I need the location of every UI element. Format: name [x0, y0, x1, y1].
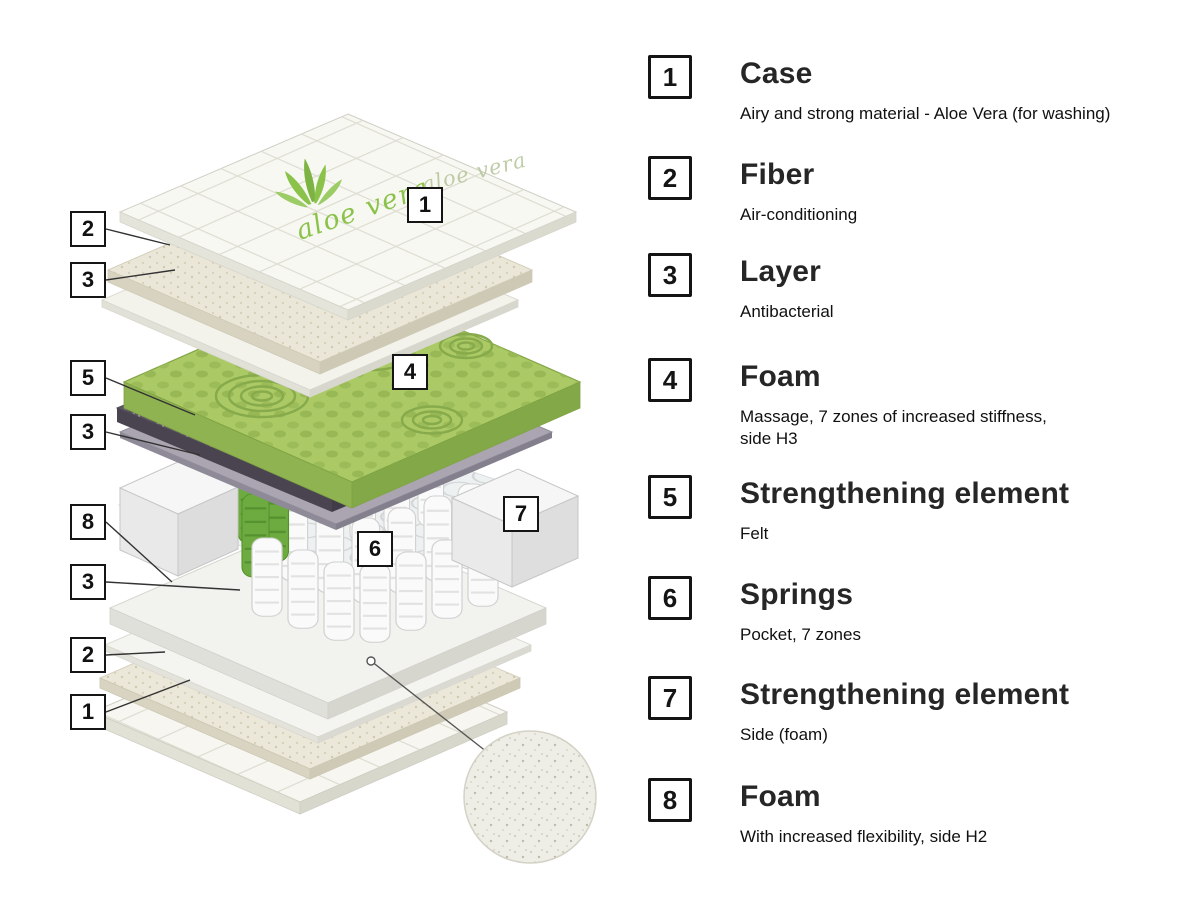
legend-number: 2 [662, 162, 678, 193]
legend-item-springs: 6 Springs Pocket, 7 zones [648, 576, 861, 646]
legend-title: Strengthening element [740, 678, 1070, 711]
legend-description: Antibacterial [740, 301, 834, 321]
legend-item-strengthening-side: 7 Strengthening element Side (foam) [648, 676, 1069, 746]
legend-description: Side (foam) [740, 724, 828, 744]
legend-number-box: 8 [648, 778, 692, 822]
legend-text: Case Airy and strong material - Aloe Ver… [740, 55, 1110, 125]
legend-number: 5 [662, 481, 678, 512]
legend-description: Airy and strong material - Aloe Vera (fo… [740, 103, 1111, 123]
legend-description: Massage, 7 zones of increased stiffness,… [740, 406, 1047, 448]
legend-text: Fiber Air-conditioning [740, 156, 857, 226]
legend-title: Foam [740, 780, 821, 813]
callout-number: 8 [81, 509, 95, 534]
callout-number: 5 [81, 365, 95, 390]
layer-case-top: aloe vera aloe vera [118, 113, 578, 321]
legend-description: Pocket, 7 zones [740, 624, 861, 644]
aloe-vera-logo [275, 158, 342, 208]
callout-layer-top: 3 [70, 262, 106, 298]
callout-fiber-bottom: 2 [70, 637, 106, 673]
leader-lines [105, 228, 241, 713]
legend-text: Foam With increased flexibility, side H2 [740, 778, 987, 848]
legend-number: 4 [662, 364, 678, 395]
legend-item-foam-massage: 4 Foam Massage, 7 zones of increased sti… [648, 358, 1047, 450]
callout-layer-bottom: 3 [70, 564, 106, 600]
callout-case-bottom: 1 [70, 694, 106, 730]
legend-title: Strengthening element [740, 477, 1070, 510]
legend-item-foam-h2: 8 Foam With increased flexibility, side … [648, 778, 987, 848]
legend-number-box: 4 [648, 358, 692, 402]
legend-number: 3 [662, 259, 678, 290]
legend-description: Air-conditioning [740, 204, 858, 224]
legend-number-box: 1 [648, 55, 692, 99]
legend-title: Layer [740, 255, 822, 288]
callout-number: 2 [81, 216, 95, 241]
legend-text: Springs Pocket, 7 zones [740, 576, 861, 646]
legend-number-box: 2 [648, 156, 692, 200]
callout-springs: 6 [357, 531, 393, 567]
callout-number: 7 [514, 501, 528, 526]
callout-foam-h2: 8 [70, 504, 106, 540]
callout-number: 2 [81, 642, 95, 667]
legend-number-box: 6 [648, 576, 692, 620]
callout-number: 1 [81, 699, 95, 724]
legend-item-strengthening-felt: 5 Strengthening element Felt [648, 475, 1069, 545]
legend-title: Foam [740, 360, 821, 393]
legend-text: Foam Massage, 7 zones of increased stiff… [740, 358, 1047, 450]
legend-description: With increased flexibility, side H2 [740, 826, 988, 846]
legend-title: Fiber [740, 158, 815, 191]
callout-foam-massage: 4 [392, 354, 428, 390]
callout-strengthening-side: 7 [503, 496, 539, 532]
callout-fiber-top: 2 [70, 211, 106, 247]
legend-title: Case [740, 57, 813, 90]
callout-case-top: 1 [407, 187, 443, 223]
mattress-exploded-diagram: aloe vera aloe vera [91, 113, 597, 864]
foam-texture-detail-circle [463, 730, 597, 864]
callout-number: 4 [403, 359, 417, 384]
legend: 1 Case Airy and strong material - Aloe V… [648, 0, 1193, 899]
callout-number: 3 [81, 267, 95, 292]
legend-item-fiber: 2 Fiber Air-conditioning [648, 156, 857, 226]
legend-number: 8 [662, 784, 678, 815]
legend-number-box: 5 [648, 475, 692, 519]
callout-number: 3 [81, 419, 95, 444]
legend-number-box: 3 [648, 253, 692, 297]
callout-number: 3 [81, 569, 95, 594]
callout-number: 6 [368, 536, 382, 561]
legend-number: 7 [662, 682, 678, 713]
legend-number: 1 [662, 61, 678, 92]
legend-description: Felt [740, 523, 769, 543]
legend-text: Strengthening element Felt [740, 475, 1069, 545]
legend-text: Layer Antibacterial [740, 253, 834, 323]
callout-number: 1 [418, 192, 432, 217]
magnifier [366, 656, 597, 864]
callout-layer-mid: 3 [70, 414, 106, 450]
legend-number-box: 7 [648, 676, 692, 720]
legend-item-layer: 3 Layer Antibacterial [648, 253, 834, 323]
legend-number: 6 [662, 582, 678, 613]
legend-text: Strengthening element Side (foam) [740, 676, 1069, 746]
magnifier-anchor-dot [366, 656, 376, 666]
legend-title: Springs [740, 578, 854, 611]
callout-felt: 5 [70, 360, 106, 396]
legend-item-case: 1 Case Airy and strong material - Aloe V… [648, 55, 1110, 125]
